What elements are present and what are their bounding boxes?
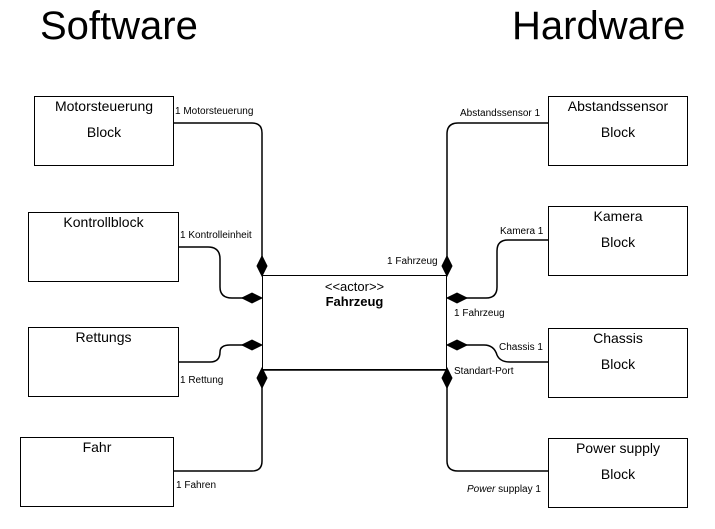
connector-chassis [464, 344, 548, 363]
port-label-fahrzeug-bottom: 1 Fahrzeug [454, 308, 505, 319]
block-kontrollblock[interactable]: Kontrollblock [28, 212, 179, 282]
block-title: Kontrollblock [63, 214, 144, 230]
block-fahr[interactable]: Fahr [20, 437, 174, 507]
port-label-power-rest: supplay 1 [495, 484, 541, 495]
block-title: Abstandssensor [567, 98, 669, 114]
diamond-abstandssensor [441, 254, 453, 278]
heading-hardware: Hardware [512, 4, 686, 48]
connector-kamera [464, 239, 548, 299]
diamond-kamera [445, 292, 469, 304]
actor-stereotype: <<actor>> [324, 279, 385, 294]
connector-rettungs [178, 344, 245, 363]
port-label-fahren: 1 Fahren [176, 480, 217, 491]
block-subtitle: Block [600, 466, 636, 482]
block-subtitle: Block [600, 234, 636, 250]
diamond-motorsteuerung [256, 254, 268, 278]
connector-motorsteuerung [173, 122, 263, 258]
block-chassis[interactable]: Chassis Block [548, 328, 688, 398]
block-subtitle: Block [600, 124, 636, 140]
diamond-chassis [445, 339, 469, 351]
diamond-fahr [256, 366, 268, 390]
port-label-power-italic: Power [467, 484, 496, 495]
heading-software: Software [40, 4, 198, 48]
block-title: Power supply [575, 440, 661, 456]
block-power-supply[interactable]: Power supply Block [548, 438, 688, 508]
port-label-abstandssensor: Abstandssensor 1 [460, 108, 541, 119]
connector-abstandssensor [446, 122, 548, 258]
block-subtitle: Block [600, 356, 636, 372]
port-label-chassis: Chassis 1 [499, 342, 543, 353]
diamond-power-supply [441, 366, 453, 390]
actor-block-fahrzeug[interactable]: <<actor>> Fahrzeug [262, 275, 447, 370]
block-kamera[interactable]: Kamera Block [548, 206, 688, 276]
port-label-kontrolleinheit: 1 Kontrolleinheit [180, 230, 252, 241]
block-subtitle: Block [86, 124, 122, 140]
port-label-power-supply: Power supplay 1 [467, 484, 541, 495]
diamond-kontrollblock [240, 292, 264, 304]
block-motorsteuerung[interactable]: Motorsteuerung Block [34, 96, 174, 166]
port-label-motorsteuerung: 1 Motorsteuerung [175, 106, 254, 117]
port-label-standart-port: Standart-Port [454, 366, 514, 377]
block-title: Kamera [593, 208, 643, 224]
diamond-rettungs [240, 339, 264, 351]
block-abstandssensor[interactable]: Abstandssensor Block [548, 96, 688, 166]
port-label-fahrzeug-top: 1 Fahrzeug [387, 256, 438, 267]
block-title: Chassis [593, 330, 643, 346]
block-rettungs[interactable]: Rettungs [28, 327, 179, 397]
block-title: Fahr [82, 439, 112, 455]
block-title: Rettungs [75, 329, 132, 345]
actor-name: Fahrzeug [325, 294, 384, 309]
connector-power-supply [446, 386, 548, 472]
connector-fahr [173, 386, 263, 472]
block-title: Motorsteuerung [54, 98, 154, 114]
port-label-kamera: Kamera 1 [500, 226, 544, 237]
connector-kontrollblock [178, 246, 245, 299]
port-label-rettung: 1 Rettung [180, 375, 224, 386]
